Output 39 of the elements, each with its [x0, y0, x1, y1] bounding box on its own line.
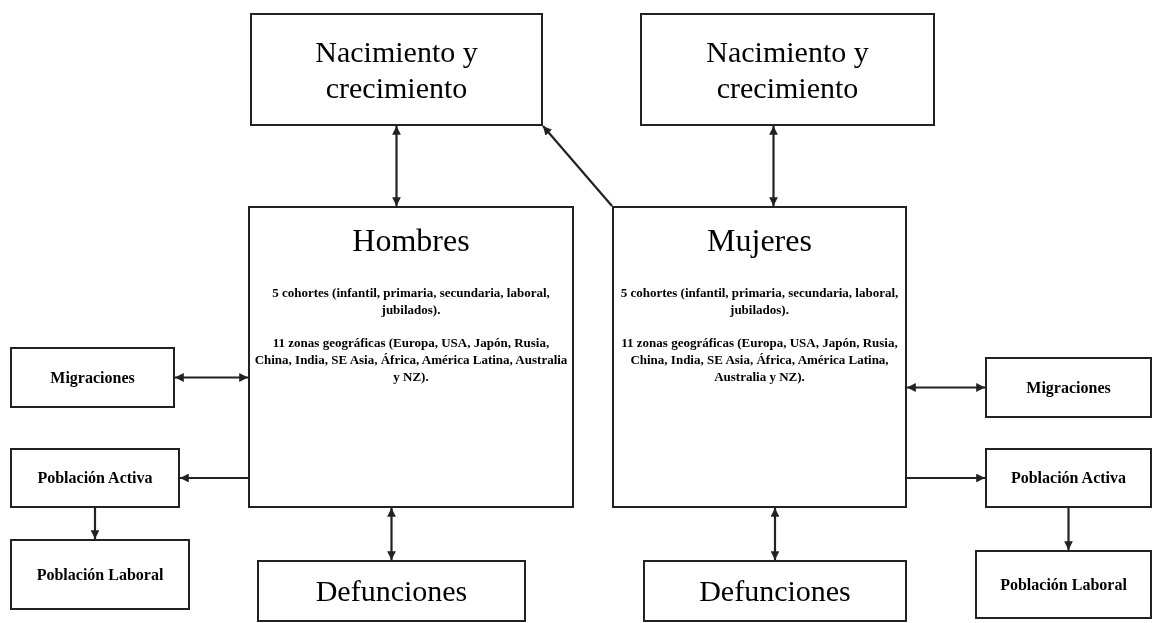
- process-box: [10, 448, 180, 508]
- arrow: [180, 473, 248, 483]
- description-text: 11 zonas geográficas (Europa, USA, Japón, Rusia, China, India, SE Asia, África, América Latina, Australia y NZ).: [620, 334, 899, 385]
- box-label: Migraciones: [50, 367, 135, 388]
- process-box: [250, 13, 543, 126]
- arrow: [387, 508, 396, 560]
- arrow: [175, 373, 248, 382]
- process-box: [975, 550, 1152, 619]
- process-box: [10, 347, 175, 408]
- arrow: [769, 126, 778, 206]
- process-box: [985, 448, 1152, 508]
- arrow: [1064, 508, 1073, 550]
- arrow: [392, 126, 401, 206]
- group-box: [248, 206, 574, 508]
- box-label: Población Laboral: [36, 564, 164, 585]
- group-title: Mujeres: [707, 221, 812, 260]
- process-box: [640, 13, 935, 126]
- process-box: [643, 560, 907, 622]
- box-label: Nacimiento y crecimiento: [314, 33, 479, 106]
- description-text: 5 cohortes (infantil, primaria, secundaria, laboral, jubilados).: [271, 284, 551, 318]
- box-label: Nacimiento y crecimiento: [705, 33, 870, 106]
- arrow: [770, 508, 780, 560]
- arrow: [542, 125, 613, 207]
- box-label: Defunciones: [315, 573, 468, 609]
- group-title: Hombres: [352, 221, 470, 260]
- arrow: [907, 473, 985, 483]
- box-label: Población Laboral: [1000, 574, 1127, 595]
- description-text: 11 zonas geográficas (Europa, USA, Japón, Rusia, China, India, SE Asia, África, América Latina, Australia y NZ).: [254, 334, 568, 385]
- process-box: [257, 560, 526, 622]
- box-label: Migraciones: [1026, 377, 1111, 398]
- arrow: [90, 508, 100, 539]
- process-box: [10, 539, 190, 610]
- box-label: Población Activa: [37, 468, 153, 488]
- process-box: [985, 357, 1152, 418]
- box-label: Población Activa: [1010, 468, 1127, 488]
- group-box: [612, 206, 907, 508]
- box-label: Defunciones: [699, 573, 851, 609]
- arrow: [907, 383, 985, 392]
- description-text: 5 cohortes (infantil, primaria, secundaria, laboral, jubilados).: [619, 284, 900, 318]
